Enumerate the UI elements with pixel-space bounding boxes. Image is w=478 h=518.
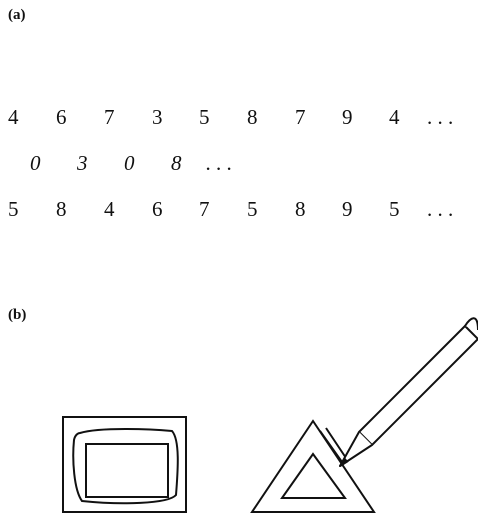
- pencil-tip: [340, 458, 348, 466]
- pencil-cone: [340, 432, 372, 466]
- pencil-end-cap: [465, 318, 478, 330]
- rectangle-drawing: [63, 417, 186, 512]
- row-3-cell-2: 8: [56, 194, 67, 224]
- row-3-cell-5: 7: [199, 194, 210, 224]
- digit-row-3: 5 8 4 6 7 5 8 9 5 . . .: [0, 194, 478, 224]
- row-2-cell-1: 0: [30, 148, 41, 178]
- triangle-drawing: [252, 421, 374, 512]
- traced-outline: [73, 429, 178, 503]
- row-1-cell-4: 3: [152, 102, 163, 132]
- pencil: [340, 318, 478, 466]
- row-2-cell-3: 0: [124, 148, 135, 178]
- panel-b-label: (b): [8, 307, 26, 324]
- row-1-cell-1: 4: [8, 102, 19, 132]
- row-1-cell-6: 8: [247, 102, 258, 132]
- inner-rectangle: [86, 444, 168, 497]
- row-3-cell-8: 9: [342, 194, 353, 224]
- outer-rectangle: [63, 417, 186, 512]
- row-3-cell-6: 5: [247, 194, 258, 224]
- row-1-cell-5: 5: [199, 102, 210, 132]
- row-1-ellipsis: . . .: [427, 102, 453, 132]
- row-3-cell-3: 4: [104, 194, 115, 224]
- outer-triangle: [252, 421, 374, 512]
- row-2-cell-4: 8: [171, 148, 182, 178]
- row-3-ellipsis: . . .: [427, 194, 453, 224]
- digit-row-1: 4 6 7 3 5 8 7 9 4 . . .: [0, 102, 478, 132]
- row-1-cell-7: 7: [295, 102, 306, 132]
- panel-a-label: (a): [8, 7, 26, 24]
- row-3-cell-9: 5: [389, 194, 400, 224]
- pencil-body: [359, 326, 478, 445]
- inner-triangle: [282, 454, 345, 498]
- row-1-cell-8: 9: [342, 102, 353, 132]
- trace-stroke-1: [320, 431, 342, 462]
- row-3-cell-7: 8: [295, 194, 306, 224]
- row-1-cell-9: 4: [389, 102, 400, 132]
- trace-stroke-2: [326, 428, 346, 458]
- row-1-cell-3: 7: [104, 102, 115, 132]
- row-3-cell-1: 5: [8, 194, 19, 224]
- row-2-ellipsis: . . .: [206, 148, 232, 178]
- digit-row-2: 0 3 0 8 . . .: [0, 148, 478, 178]
- row-1-cell-2: 6: [56, 102, 67, 132]
- row-2-cell-2: 3: [77, 148, 88, 178]
- row-3-cell-4: 6: [152, 194, 163, 224]
